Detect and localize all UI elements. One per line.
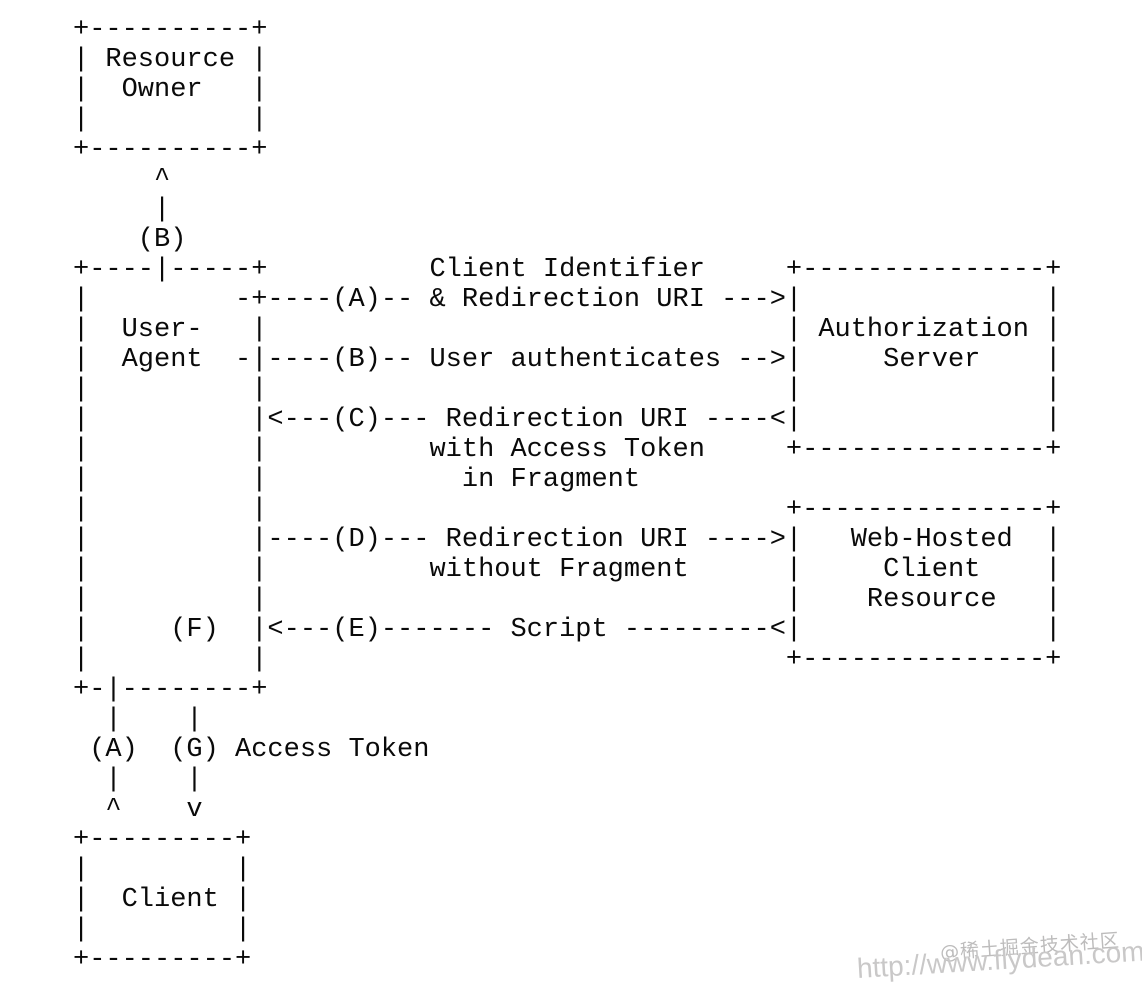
oauth-implicit-grant-flow-ascii-diagram: +----------+ | Resource | | Owner | | | … (73, 15, 1062, 975)
